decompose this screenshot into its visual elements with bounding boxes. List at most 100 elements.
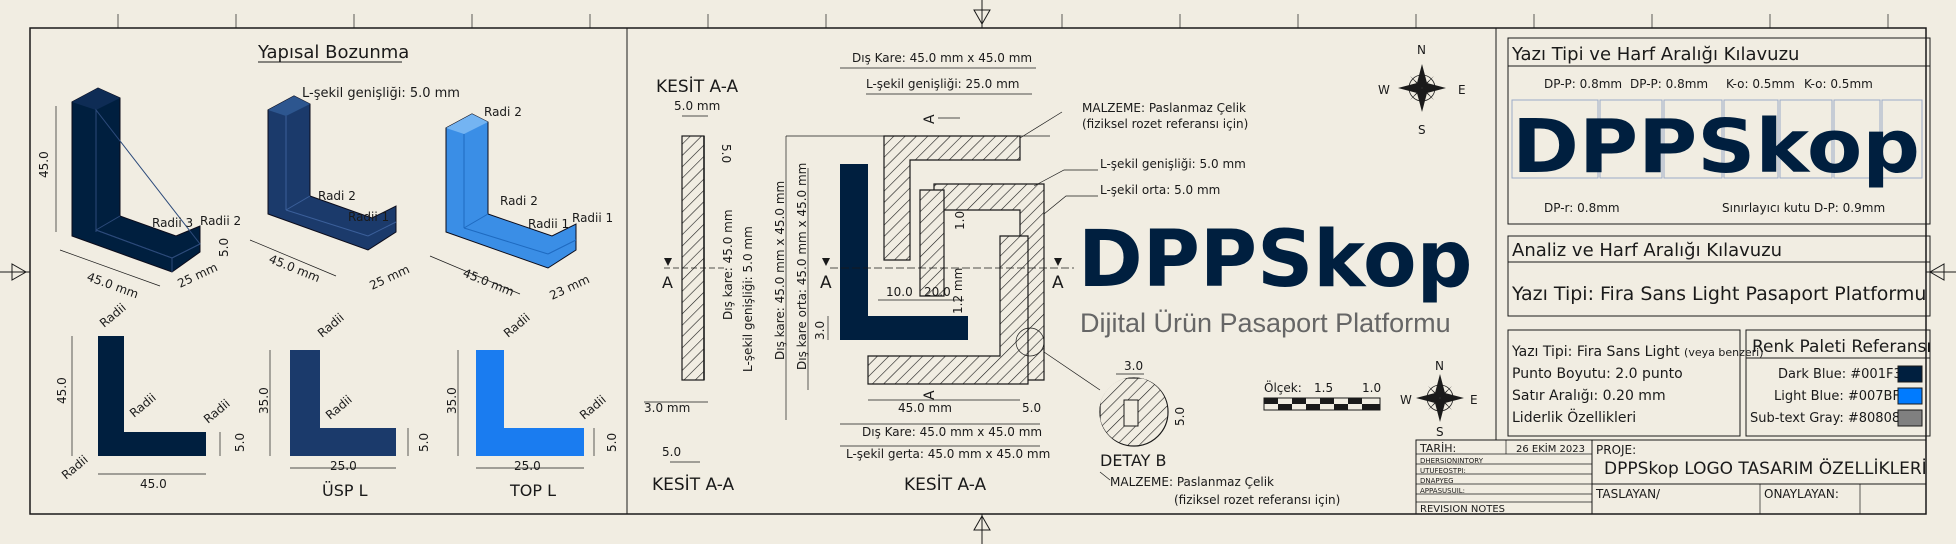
- flat3-thick: 5.0: [605, 433, 619, 452]
- tb-row-4: APPASUSUIL:: [1420, 487, 1465, 495]
- onaylayan-label: ONAYLAYAN:: [1764, 487, 1839, 501]
- material-note-2: (fiziksel rozet referansı için): [1174, 493, 1340, 507]
- compass-w: W: [1378, 83, 1390, 97]
- iso3-radii1b: Radii 1: [572, 211, 613, 225]
- flat1-thick: 5.0: [233, 433, 247, 452]
- scale-bar: Ölçek: 1.5 1.0: [1263, 379, 1381, 411]
- flat2-caption: ÜSP L: [322, 481, 368, 500]
- swatch-light-blue: [1897, 387, 1923, 405]
- detail-title: DETAY B: [1100, 451, 1167, 470]
- dim-3mm: 3.0 mm: [644, 401, 690, 415]
- center-mark-top: [973, 0, 991, 28]
- section-arrow-a-top: A: [922, 114, 938, 124]
- center-mark-bottom: [973, 514, 991, 544]
- iso1-thick: 5.0: [217, 238, 231, 257]
- title-block: TARİH: 26 EKİM 2023 DHERSIONINTORY UTUFE…: [1415, 439, 1927, 515]
- material-callout-2: MALZEME: Paslanmaz Çelik: [1110, 475, 1274, 489]
- scale-a: 1.5: [1314, 381, 1333, 395]
- date-label: TARİH:: [1419, 442, 1456, 455]
- compass2-e: E: [1470, 393, 1478, 407]
- kern-bottom-right: Sınırlayıcı kutu D-P: 0.9mm: [1722, 201, 1885, 215]
- logo-subtitle: Dijital Ürün Pasaport Platformu: [1080, 308, 1451, 338]
- section-small: KESİT A-A 5.0 mm 5.0 A Dış kare: 45.0 mm…: [644, 76, 755, 495]
- section-title-top: KESİT A-A: [656, 76, 738, 97]
- dim-5b: 5.0: [1022, 401, 1041, 415]
- detail-b: 3.0 5.0 DETAY B MALZEME: Paslanmaz Çelik…: [1043, 351, 1340, 507]
- iso1-radii2: Radii 2: [200, 214, 241, 228]
- flat3-caption: TOP L: [509, 481, 556, 500]
- compass2-s: S: [1436, 425, 1444, 439]
- iso-lshape-2: 45.0 mm 25 mm Radi 2 Radii 1: [249, 95, 412, 293]
- kern-label-3: K-o: 0.5mm: [1726, 77, 1795, 91]
- date-value: 26 EKİM 2023: [1516, 442, 1585, 455]
- iso3-radii2: Radi 2: [500, 194, 538, 208]
- kern-label-2: DP-P: 0.8mm: [1630, 77, 1708, 91]
- vert-label-b: L-şekil genişliği: 5.0 mm: [741, 226, 755, 372]
- spec-size: Punto Boyutu: 2.0 punto: [1512, 366, 1683, 382]
- compass-e: E: [1458, 83, 1466, 97]
- spec-leading: Liderlik Özellikleri: [1512, 408, 1636, 426]
- section-title-bottom: KESİT A-A: [652, 474, 734, 495]
- section-title-main: KESİT A-A: [904, 474, 986, 495]
- lshape-center-callout: L-şekil orta: 5.0 mm: [1100, 183, 1220, 197]
- compass-s: S: [1418, 123, 1426, 137]
- lshape-width-top: L-şekil genişliği: 25.0 mm: [866, 77, 1019, 91]
- project-value: DPPSkop LOGO TASARIM ÖZELLİKLERİ: [1604, 457, 1927, 479]
- iso1-radii3: Radii 3: [152, 216, 193, 230]
- dim-5-right: 5.0: [719, 144, 733, 163]
- palette-dark-label: Dark Blue: #001F3F: [1778, 367, 1909, 382]
- scale-label: Ölçek:: [1264, 379, 1302, 395]
- iso3-radii2-top: Radi 2: [484, 105, 522, 119]
- lshape-width-bottom: L-şekil gerta: 45.0 mm x 45.0 mm: [846, 447, 1050, 461]
- detail-dim-top: 3.0: [1124, 359, 1143, 373]
- swatch-dark-blue: [1897, 365, 1923, 383]
- flat3-base: 25.0: [514, 459, 541, 473]
- dim-5-bottom: 5.0: [662, 445, 681, 459]
- iso2-radii1: Radii 1: [348, 210, 389, 224]
- analysis-title: Analiz ve Harf Aralığı Kılavuzu: [1512, 240, 1782, 261]
- tb-row-3: DNAPYEG: [1420, 477, 1454, 485]
- scale-b: 1.0: [1362, 381, 1381, 395]
- section-arrow-a-bottom: A: [922, 390, 938, 400]
- iso1-height: 45.0: [37, 151, 51, 178]
- kerning-title: Yazı Tipi ve Harf Aralığı Kılavuzu: [1511, 44, 1799, 65]
- section-arrow-a-main-left: A: [820, 273, 832, 293]
- flat2-height: 35.0: [257, 387, 271, 414]
- section-arrow-a-main-right: A: [1052, 273, 1064, 293]
- spec-font: Yazı Tipi: Fira Sans Light (veya benzeri…: [1511, 344, 1763, 360]
- swatch-sub-text-gray: [1897, 409, 1923, 427]
- palette-gray-label: Sub-text Gray: #808080: [1750, 411, 1908, 426]
- compass2-n: N: [1435, 359, 1444, 373]
- right-panel: Yazı Tipi ve Harf Aralığı Kılavuzu DP-P:…: [1507, 37, 1931, 437]
- tb-row-1: DHERSIONINTORY: [1420, 457, 1484, 465]
- flat1-base: 45.0: [140, 477, 167, 491]
- outer-square-top: Dış Kare: 45.0 mm x 45.0 mm: [852, 51, 1032, 65]
- vert-label-c: Dış kare: 45.0 mm x 45.0 mm: [773, 181, 787, 360]
- dim-5mm-top: 5.0 mm: [674, 99, 720, 113]
- font-line: Yazı Tipi: Fira Sans Light Pasaport Plat…: [1511, 283, 1926, 305]
- kern-bottom-left: DP-r: 0.8mm: [1544, 201, 1620, 215]
- compass-n: N: [1417, 43, 1426, 57]
- middle-panel: KESİT A-A 5.0 mm 5.0 A Dış kare: 45.0 mm…: [644, 43, 1478, 507]
- palette-title: Renk Paleti Referansı: [1752, 337, 1931, 357]
- center-mark-left: [0, 263, 30, 281]
- iso2-radii2: Radi 2: [318, 189, 356, 203]
- palette-light-label: Light Blue: #007BFF: [1774, 389, 1907, 404]
- material-callout: MALZEME: Paslanmaz Çelik: [1082, 101, 1246, 115]
- vert-label-d: Dış kare orta: 45.0 mm x 45.0 mm: [795, 163, 809, 370]
- kern-label-1: DP-P: 0.8mm: [1544, 77, 1622, 91]
- dim-12: 1.2 mm: [951, 268, 965, 314]
- tb-row-2: UTUFEOSTPI:: [1420, 467, 1466, 475]
- flat2-base: 25.0: [330, 459, 357, 473]
- lshape-width-label: L-şekil genişliği: 5.0 mm: [302, 86, 460, 101]
- revision-notes: REVISION NOTES: [1420, 504, 1505, 515]
- material-note: (fiziksel rozet referansı için): [1082, 117, 1248, 131]
- detail-dim-right: 5.0: [1173, 407, 1187, 426]
- flat1-height: 45.0: [55, 377, 69, 404]
- lshape-width-callout: L-şekil genişliği: 5.0 mm: [1100, 157, 1246, 171]
- taslayan-label: TASLAYAN/: [1595, 487, 1661, 501]
- section-main: Dış Kare: 45.0 mm x 45.0 mm L-şekil geni…: [773, 51, 1248, 495]
- left-panel-title: Yapısal Bozunma: [257, 42, 409, 63]
- section-arrow-a-left: A: [662, 273, 673, 292]
